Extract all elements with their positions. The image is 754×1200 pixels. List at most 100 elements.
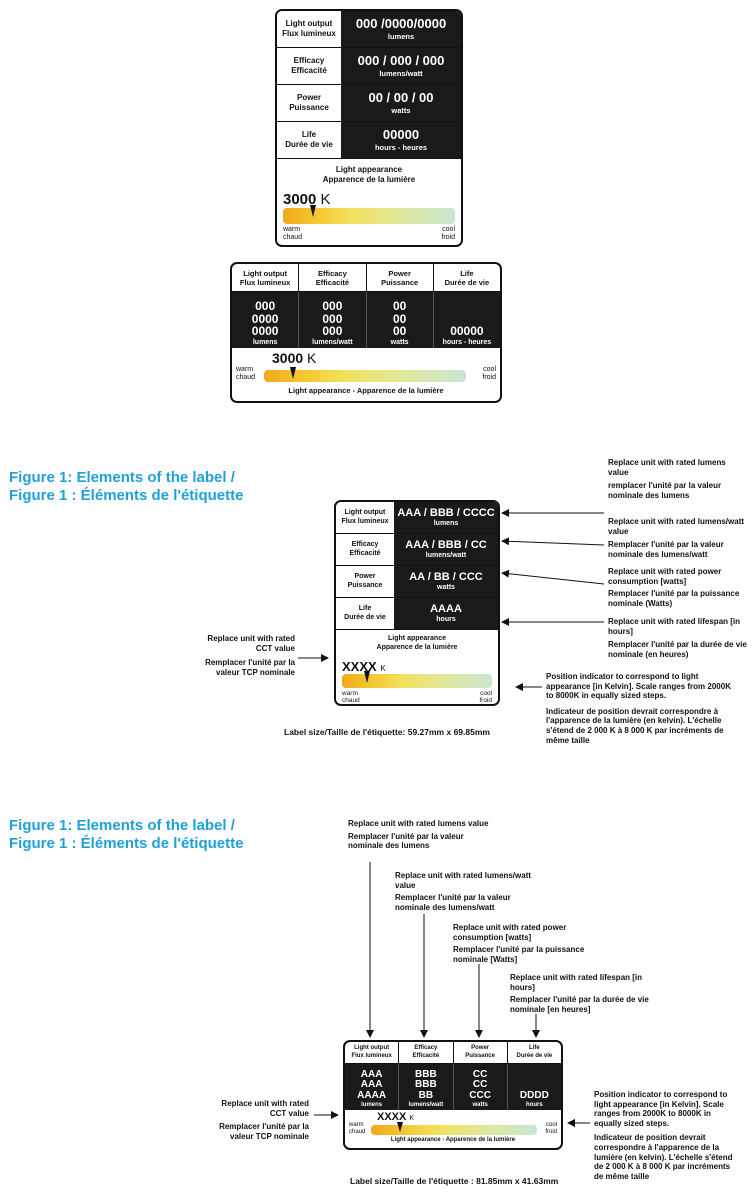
- value: 000 /0000/0000: [355, 16, 447, 32]
- position-indicator: [364, 670, 370, 683]
- ann-cct-en: Replace unit with rated CCT value: [207, 634, 295, 653]
- row-label-en: Light output: [285, 19, 333, 29]
- color-scale-bar: [283, 208, 455, 224]
- ann-life-fr: Remplacer l'unité par la durée de vie no…: [608, 640, 747, 659]
- chaud-label: chaud: [283, 234, 303, 242]
- figure-a-size: Label size/Taille de l'étiquette: 59.27m…: [284, 727, 490, 737]
- ann-position-fr: Indicateur de position devrait correspon…: [546, 706, 724, 745]
- value: 000 / 000 / 000: [357, 53, 445, 69]
- color-scale-bar: [342, 673, 492, 688]
- position-indicator: [290, 367, 296, 379]
- annb-lumens-fr: Remplacer l'unité par la valeur nominale…: [348, 831, 464, 851]
- figure-b-size: Label size/Taille de l'étiquette : 81.85…: [350, 1176, 559, 1186]
- ann-lumens-en: Replace unit with rated lumens value: [608, 458, 726, 477]
- cool-label: cool: [442, 226, 455, 233]
- figure-a-title: Figure 1: Elements of the label /Figure …: [9, 469, 244, 505]
- annb-cct-en: Replace unit with rated CCT value: [221, 1099, 309, 1118]
- row-label-en: Power: [296, 93, 321, 103]
- annb-position-fr: Indicateur de position devrait correspon…: [594, 1133, 733, 1181]
- unit: hours - heures: [374, 142, 428, 152]
- ann-eff-fr: Remplacer l'unité par la valeur nominale…: [608, 540, 724, 559]
- ann-position-en: Position indicator to correspond to ligh…: [546, 672, 731, 701]
- position-indicator: [310, 205, 316, 217]
- annb-power-en: Replace unit with rated power consumptio…: [453, 923, 567, 942]
- value: 00 / 00 / 00: [368, 90, 434, 106]
- froid-label: froid: [482, 374, 496, 382]
- warm-label: warm: [283, 226, 301, 233]
- kelvin-value: 3000 K: [272, 350, 317, 366]
- header-en: Power: [388, 268, 411, 278]
- chaud-label: chaud: [236, 374, 256, 382]
- ann-power-fr: Remplacer l'unité par la puissance nomin…: [608, 589, 740, 608]
- ann-power-en: Replace unit with rated power consumptio…: [608, 567, 722, 586]
- ann-eff-en: Replace unit with rated lumens/watt valu…: [608, 517, 745, 536]
- header-fr: Efficacité: [315, 277, 350, 287]
- annb-position-en: Position indicator to correspond to ligh…: [594, 1090, 728, 1128]
- kelvin-value: XXXX K: [342, 658, 386, 674]
- row-label-fr: Puissance: [289, 103, 329, 112]
- froid-label: froid: [441, 234, 455, 242]
- color-scale-bar: [264, 370, 466, 382]
- position-indicator: [397, 1122, 403, 1132]
- appearance-caption: Light appearance - Apparence de la lumiè…: [390, 1137, 516, 1143]
- annb-cct-fr: Remplacer l'unité par la valeur TCP nomi…: [219, 1122, 309, 1141]
- header-fr: Flux lumineux: [239, 277, 291, 287]
- ann-life-en: Replace unit with rated lifespan [in hou…: [608, 617, 741, 636]
- unit: watts: [391, 105, 411, 115]
- annb-power-fr: Remplacer l'unité par la puissance nomin…: [453, 945, 585, 964]
- cool-label: cool: [483, 366, 496, 373]
- warm-label: warm: [236, 366, 254, 373]
- appearance-caption: Light appearance - Apparence de la lumiè…: [288, 386, 444, 395]
- ann-cct-fr: Remplacer l'unité par la valeur TCP nomi…: [205, 658, 295, 677]
- appearance-en: Light appearance: [335, 165, 403, 174]
- figure-b-title: Figure 1: Elements of the label /Figure …: [9, 817, 244, 853]
- row-label-en: Efficacy: [293, 56, 325, 66]
- header-en: Efficacy: [317, 268, 347, 278]
- row-label-fr: Efficacité: [291, 66, 327, 75]
- header-en: Life: [460, 268, 474, 278]
- header-en: Light output: [243, 268, 287, 278]
- annb-life-en: Replace unit with rated lifespan [in hou…: [510, 973, 643, 992]
- annb-eff-en: Replace unit with rated lumens/watt valu…: [395, 871, 532, 890]
- row-label-fr: Durée de vie: [285, 140, 333, 149]
- header-fr: Puissance: [381, 277, 419, 287]
- annb-eff-fr: Remplacer l'unité par la valeur nominale…: [395, 893, 511, 912]
- row-label-fr: Flux lumineux: [282, 29, 336, 38]
- unit: lumens/watt: [379, 68, 423, 78]
- color-scale-bar: [371, 1125, 537, 1135]
- annb-life-fr: Remplacer l'unité par la durée de vie no…: [510, 995, 649, 1014]
- appearance-fr: Apparence de la lumière: [322, 175, 416, 184]
- ann-lumens-fr: remplacer l'unité par la valeur nominale…: [608, 481, 722, 500]
- unit: lumens: [387, 31, 415, 41]
- header-fr: Durée de vie: [444, 277, 490, 287]
- kelvin-value: XXXX K: [377, 1111, 415, 1123]
- row-label-en: Life: [301, 130, 317, 140]
- annb-lumens-en: Replace unit with rated lumens value: [348, 819, 489, 828]
- kelvin-value: 3000 K: [283, 191, 331, 208]
- value: 00000: [382, 127, 420, 143]
